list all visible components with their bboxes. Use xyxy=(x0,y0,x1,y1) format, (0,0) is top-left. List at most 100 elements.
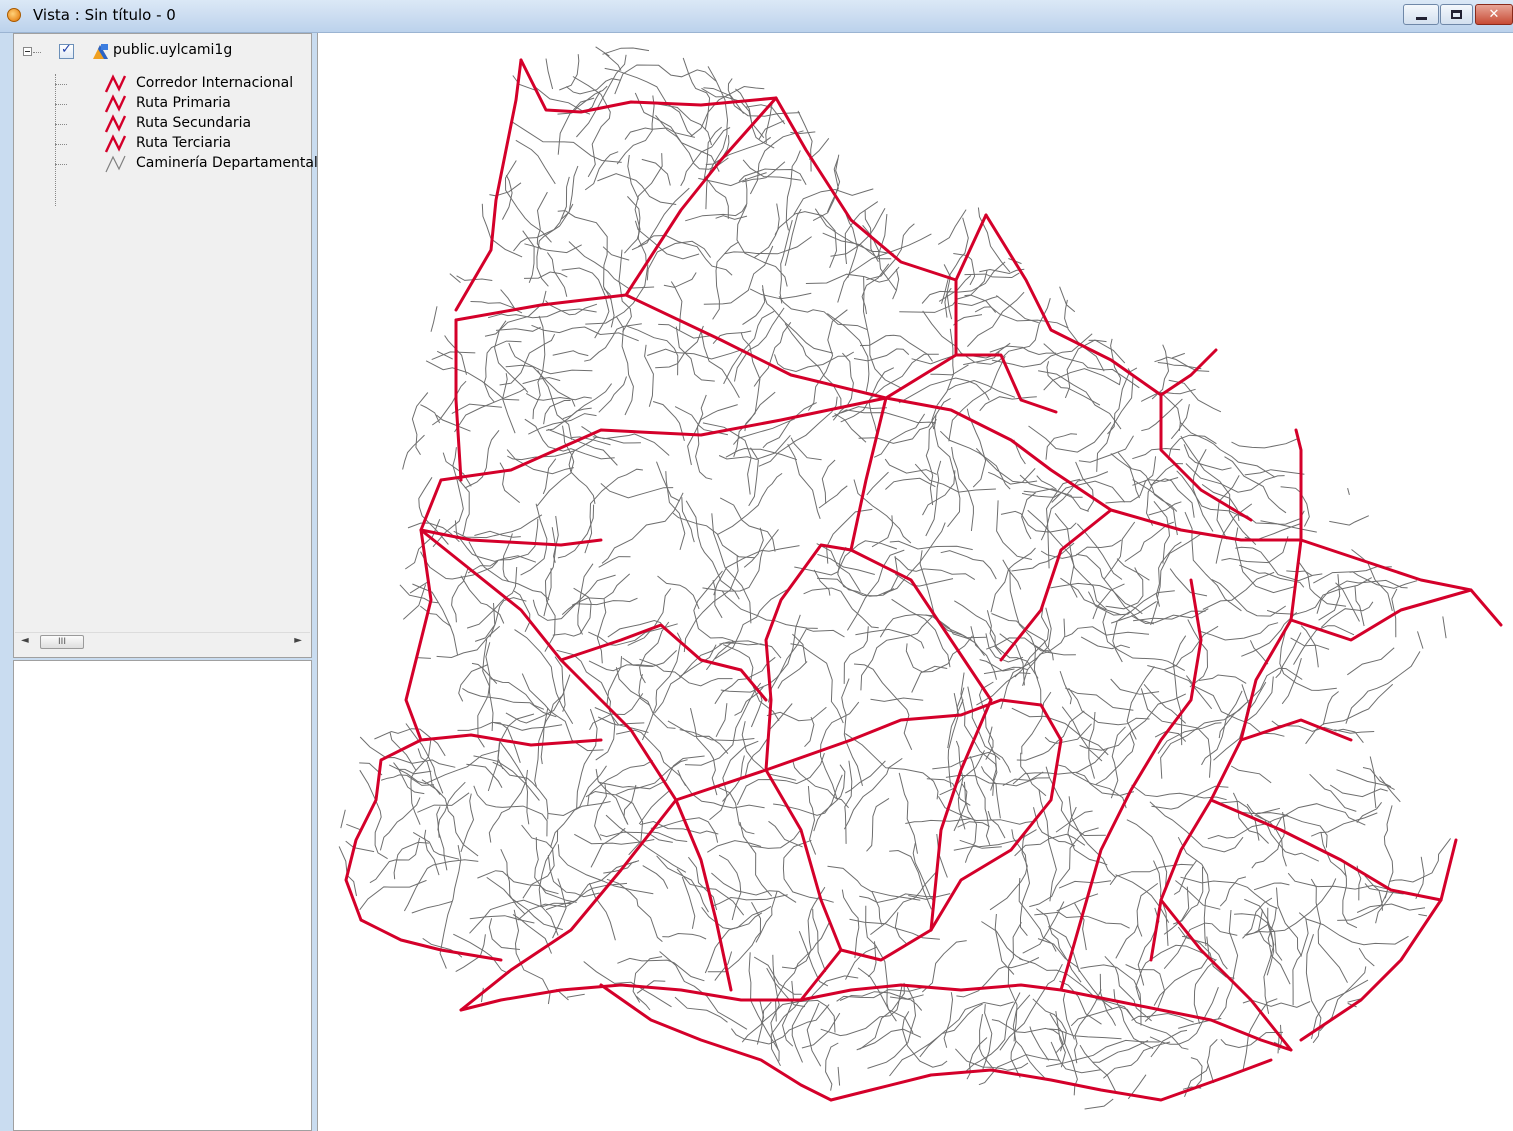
local-road-line xyxy=(1132,479,1178,536)
map-view[interactable] xyxy=(317,33,1513,1131)
local-road-line xyxy=(1305,683,1394,745)
local-road-line xyxy=(884,458,938,475)
local-road-line xyxy=(1293,625,1355,665)
local-road-line xyxy=(1242,897,1273,939)
local-road-line xyxy=(1032,998,1067,1054)
local-road-line xyxy=(748,447,759,507)
local-road-line xyxy=(546,252,568,297)
local-road-line xyxy=(843,757,903,830)
local-road-line xyxy=(731,1028,777,1045)
local-road-line xyxy=(1311,979,1369,1039)
local-road-line xyxy=(584,151,619,191)
local-road-line xyxy=(1244,469,1305,476)
local-road-line xyxy=(393,762,425,795)
local-road-line xyxy=(1318,574,1341,621)
local-road-line xyxy=(1022,618,1066,687)
local-road-line xyxy=(957,821,990,828)
local-road-line xyxy=(866,797,890,852)
local-road-line xyxy=(690,707,718,796)
local-road-line xyxy=(585,759,688,798)
local-road-line xyxy=(855,628,925,649)
local-road-line xyxy=(412,831,460,860)
local-road-line xyxy=(410,740,432,825)
local-road-line xyxy=(837,1066,841,1086)
local-road-line xyxy=(932,751,1001,770)
local-road-line xyxy=(1137,907,1160,986)
minimize-button[interactable] xyxy=(1403,4,1439,25)
local-road-line xyxy=(1231,438,1299,449)
local-road-line xyxy=(634,92,720,172)
local-road-line xyxy=(625,325,679,376)
local-road-line xyxy=(951,446,974,532)
local-road-line xyxy=(933,414,961,528)
route-line xyxy=(674,798,733,992)
local-road-line xyxy=(1075,772,1135,797)
local-road-line xyxy=(1362,767,1392,788)
local-road-line xyxy=(793,188,874,215)
local-road-line xyxy=(1132,477,1179,486)
local-road-line xyxy=(808,137,830,160)
layer-name[interactable]: public.uylcami1g xyxy=(113,42,233,58)
rutas-layer xyxy=(344,58,1503,1102)
local-road-line xyxy=(720,614,801,693)
local-road-line xyxy=(705,136,771,165)
local-road-line xyxy=(939,750,985,796)
local-road-line xyxy=(417,792,470,813)
local-road-line xyxy=(818,485,848,509)
local-road-line xyxy=(481,987,484,1003)
local-road-line xyxy=(627,588,672,646)
maximize-button[interactable] xyxy=(1440,4,1473,25)
route-line xyxy=(999,508,1113,662)
local-road-line xyxy=(1173,859,1198,895)
local-road-line xyxy=(617,957,705,982)
road-network-map[interactable] xyxy=(318,33,1513,1131)
local-road-line xyxy=(501,174,513,220)
collapse-icon[interactable] xyxy=(23,47,32,56)
local-road-line xyxy=(1065,626,1150,638)
layer-visibility-checkbox[interactable]: ✓ xyxy=(59,42,74,59)
local-road-line xyxy=(483,340,522,403)
local-road-line xyxy=(1099,973,1117,1026)
local-road-line xyxy=(598,556,631,568)
local-road-line xyxy=(504,160,552,243)
local-road-line xyxy=(1358,947,1375,967)
local-road-line xyxy=(552,350,589,357)
local-road-line xyxy=(877,214,888,257)
local-road-line xyxy=(790,437,822,461)
local-road-line xyxy=(948,379,1016,398)
local-road-line xyxy=(953,845,1002,851)
local-road-line xyxy=(1154,730,1187,742)
scroll-right-icon[interactable]: ► xyxy=(294,635,302,646)
local-road-line xyxy=(587,759,653,806)
local-road-line xyxy=(750,693,763,728)
local-road-line xyxy=(1305,934,1322,1044)
scrollbar-thumb[interactable]: III xyxy=(40,635,84,649)
polyline-red-icon xyxy=(104,134,127,153)
local-road-line xyxy=(1257,812,1328,848)
local-road-line xyxy=(453,514,543,539)
route-line xyxy=(419,396,888,532)
local-road-line xyxy=(1309,773,1357,812)
local-road-line xyxy=(976,298,1051,365)
local-road-line xyxy=(1260,510,1305,525)
local-road-line xyxy=(827,313,870,392)
local-road-line xyxy=(544,527,557,652)
local-road-line xyxy=(1014,833,1086,857)
local-road-line xyxy=(725,447,798,461)
local-road-line xyxy=(1010,1040,1021,1078)
local-road-line xyxy=(845,760,886,794)
horizontal-scrollbar[interactable]: ◄ III ► xyxy=(15,632,310,651)
local-road-line xyxy=(405,723,444,794)
local-road-line xyxy=(1254,814,1287,867)
local-road-line xyxy=(477,870,559,895)
local-road-line xyxy=(1292,912,1309,1006)
local-road-line xyxy=(499,462,521,503)
local-road-line xyxy=(1051,480,1126,503)
scroll-left-icon[interactable]: ◄ xyxy=(21,635,29,646)
local-road-line xyxy=(955,1048,1029,1071)
close-button[interactable]: ✕ xyxy=(1475,4,1513,25)
local-road-line xyxy=(1002,559,1022,590)
local-road-line xyxy=(663,272,697,288)
local-road-line xyxy=(568,241,655,289)
local-road-line xyxy=(464,429,500,489)
